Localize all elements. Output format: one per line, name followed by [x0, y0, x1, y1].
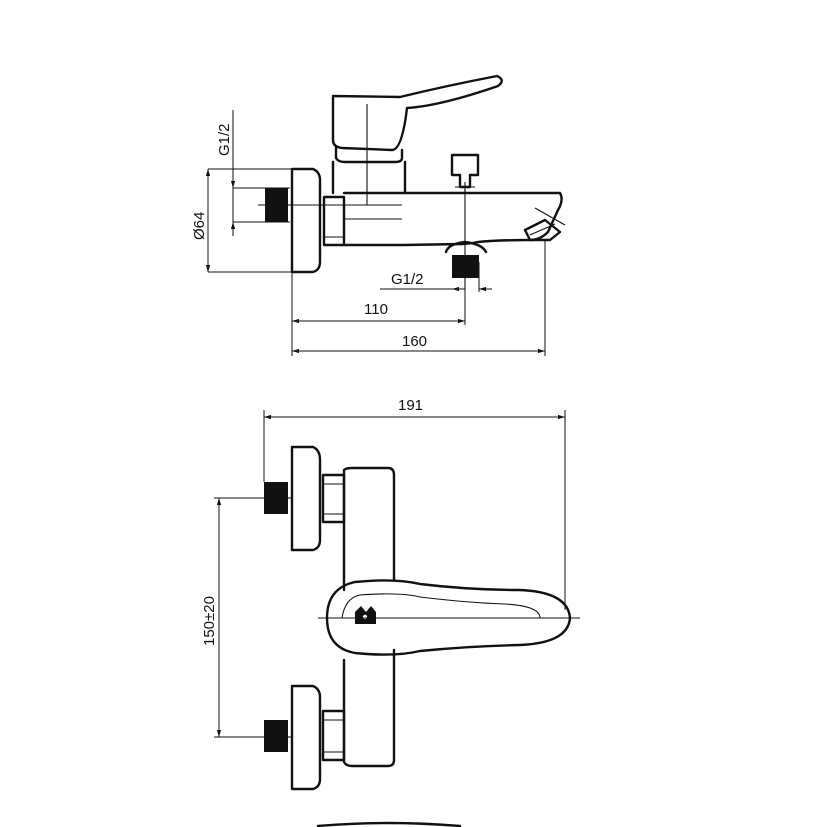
front-lever-inner [341, 593, 541, 619]
label-110: 110 [364, 301, 388, 318]
lower-wall-flange [290, 684, 322, 791]
label-191: 191 [398, 397, 423, 414]
connection-nut [322, 195, 346, 247]
dimensions-front [214, 410, 566, 738]
side-view [258, 74, 566, 290]
dimensions-side [205, 110, 546, 356]
lower-inlet-thread [264, 720, 288, 752]
wall-flange [290, 167, 322, 274]
label-150: 150±20 [201, 596, 218, 646]
lower-nut [321, 709, 346, 762]
brand-logo [355, 606, 376, 624]
mixer-body [342, 466, 396, 768]
upper-nut [321, 473, 346, 524]
label-160: 160 [402, 333, 427, 350]
front-lever [325, 579, 572, 656]
aerator [523, 218, 562, 242]
partial-outline [316, 821, 462, 827]
label-g12-bottom: G1/2 [391, 271, 424, 288]
cartridge-body [331, 160, 407, 195]
label-diameter: Ø64 [191, 212, 208, 240]
label-g12-vertical: G1/2 [216, 123, 233, 156]
front-view [264, 445, 580, 791]
cartridge-neck [334, 146, 404, 164]
upper-inlet-thread [264, 482, 288, 514]
upper-wall-flange [290, 445, 322, 552]
lever-handle [331, 74, 503, 152]
